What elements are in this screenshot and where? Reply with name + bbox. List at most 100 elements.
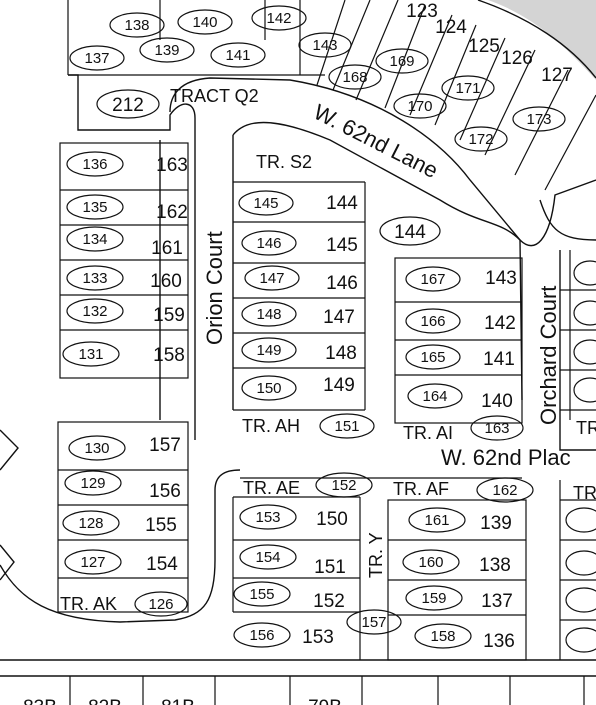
lot-142: 142	[484, 313, 516, 334]
lot-163: 163	[156, 155, 188, 176]
lot-140: 140	[481, 391, 513, 412]
oval-136: 136	[82, 156, 107, 173]
bottom-lot-lines	[0, 659, 596, 705]
lot-137: 137	[481, 591, 513, 612]
tract-ah-label: TR. AH	[242, 416, 300, 436]
tract-q2-outline	[68, 74, 196, 131]
oval-129: 129	[80, 475, 105, 492]
lot-143: 143	[485, 268, 517, 289]
lot-162: 162	[156, 202, 188, 223]
oval-146: 146	[256, 235, 281, 252]
tract-ae-label: TR. AE	[243, 478, 300, 498]
lot-152: 152	[313, 591, 345, 612]
road-edges	[159, 77, 596, 451]
lot-127: 127	[541, 65, 573, 86]
oval-170: 170	[407, 98, 432, 115]
shaded-area	[488, 0, 596, 80]
lot-83b: 83B	[23, 697, 57, 705]
oval-163: 163	[484, 420, 509, 437]
oval-131: 131	[78, 346, 103, 363]
lot-72: 72	[324, 0, 345, 3]
street-orchard-court: Orchard Court	[536, 286, 561, 425]
lot-147: 147	[323, 307, 355, 328]
oval-144: 144	[394, 222, 426, 243]
lot-160: 160	[150, 271, 182, 292]
tract-ak-label: TR. AK	[60, 594, 117, 614]
lot-81b: 81B	[161, 697, 195, 705]
oval-135: 135	[82, 199, 107, 216]
oval-171: 171	[455, 80, 480, 97]
lot-157: 157	[149, 435, 181, 456]
oval-130: 130	[84, 440, 109, 457]
tract-labels: TRACT Q2 TR. S2 TR. AH TR. AI TR. AE TR.…	[60, 86, 596, 614]
oval-labels	[62, 5, 596, 653]
oval-152: 152	[331, 477, 356, 494]
lot-145: 145	[326, 235, 358, 256]
oval-150: 150	[256, 380, 281, 397]
tract-y-label: TR. Y	[366, 532, 386, 578]
oval-147: 147	[259, 270, 284, 287]
lot-79b: 79B	[308, 697, 342, 705]
curve-boundary	[477, 0, 596, 79]
tract-s2-label: TR. S2	[256, 152, 312, 172]
lot-141: 141	[483, 349, 515, 370]
lot-numbers: 163 162 161 160 159 158 144 145 146 147 …	[23, 0, 573, 705]
oval-154: 154	[255, 549, 280, 566]
lot-125: 125	[468, 36, 500, 57]
lot-153: 153	[302, 627, 334, 648]
lot-146: 146	[326, 273, 358, 294]
oval-159: 159	[421, 590, 446, 607]
oval-164: 164	[422, 388, 447, 405]
lot-139: 139	[480, 513, 512, 534]
oval-153: 153	[255, 509, 280, 526]
tract-tr-right2-label: TR	[576, 418, 596, 438]
oval-160: 160	[418, 554, 443, 571]
oval-173: 173	[526, 111, 551, 128]
oval-142: 142	[266, 10, 291, 27]
top-lot-lines	[67, 0, 596, 191]
oval-148: 148	[256, 306, 281, 323]
oval-132: 132	[82, 303, 107, 320]
oval-149: 149	[256, 342, 281, 359]
oval-143: 143	[312, 37, 337, 54]
oval-172: 172	[468, 131, 493, 148]
oval-126: 126	[148, 596, 173, 613]
tract-tr-right-label: TR	[573, 483, 596, 503]
tract-af-label: TR. AF	[393, 479, 449, 499]
lot-159: 159	[153, 305, 185, 326]
lot-158: 158	[153, 345, 185, 366]
oval-numbers: 138 140 142 137 139 141 143 168 169 170 …	[78, 10, 551, 645]
lot-155: 155	[145, 515, 177, 536]
lot-123: 123	[406, 1, 438, 22]
oval-158: 158	[430, 628, 455, 645]
oval-161: 161	[424, 512, 449, 529]
ai-block-grid	[394, 250, 596, 424]
lot-150: 150	[316, 509, 348, 530]
oval-156: 156	[249, 627, 274, 644]
oval-127: 127	[80, 554, 105, 571]
lot-82b: 82B	[88, 697, 122, 705]
lot-151: 151	[314, 557, 346, 578]
tract-ai-label: TR. AI	[403, 423, 453, 443]
lot-154: 154	[146, 554, 178, 575]
lot-126: 126	[501, 48, 533, 69]
oval-141: 141	[225, 47, 250, 64]
oval-162: 162	[492, 482, 517, 499]
oval-134: 134	[82, 231, 107, 248]
left-block-grid	[59, 142, 189, 379]
oval-166: 166	[420, 313, 445, 330]
oval-133: 133	[82, 270, 107, 287]
oval-139: 139	[154, 42, 179, 59]
lot-144: 144	[326, 193, 358, 214]
oval-145: 145	[253, 195, 278, 212]
oval-157: 157	[361, 614, 386, 631]
oval-212: 212	[112, 95, 144, 116]
lot-138: 138	[479, 555, 511, 576]
oval-128: 128	[78, 515, 103, 532]
s2-block-grid	[233, 181, 366, 411]
lot-124: 124	[435, 17, 467, 38]
oval-138: 138	[124, 17, 149, 34]
oval-137: 137	[84, 50, 109, 67]
